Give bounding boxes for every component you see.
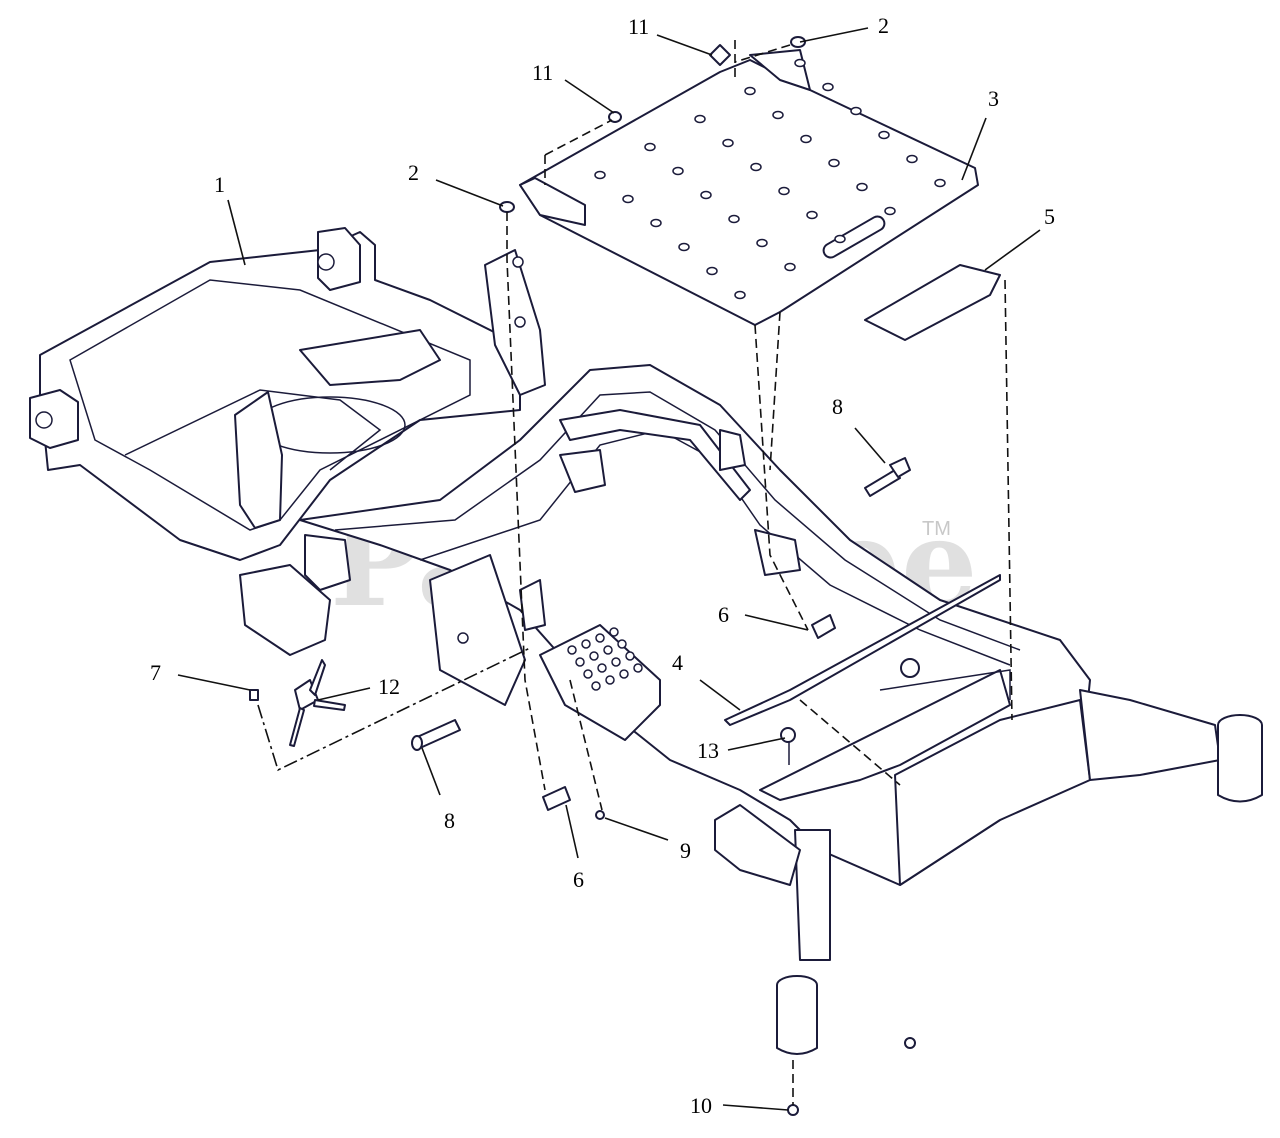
pedal-hole — [597, 663, 607, 673]
callout-7: 7 — [150, 660, 161, 685]
pedal-bracket — [429, 554, 661, 741]
assembly-lines — [257, 40, 1013, 1105]
plate-hole — [744, 86, 756, 96]
callout-1: 1 — [214, 172, 225, 197]
plate-hole — [800, 134, 812, 144]
pedal-hole — [609, 627, 619, 637]
pedal-hole — [617, 639, 627, 649]
plate-hole — [594, 170, 606, 180]
callout-5: 5 — [1044, 204, 1055, 229]
callout-labels: 1 2 2 3 4 5 6 6 7 8 8 9 10 11 11 12 13 — [150, 13, 1055, 1118]
plate-hole — [722, 138, 734, 148]
plate-hole — [934, 178, 946, 188]
pedal-hole — [603, 645, 613, 655]
plate-hole — [878, 130, 890, 140]
callout-8-left: 8 — [444, 808, 455, 833]
callout-8-right: 8 — [832, 394, 843, 419]
leader-lines — [177, 27, 1041, 1111]
plate-hole — [750, 162, 762, 172]
plate-hole — [906, 154, 918, 164]
pin-7 — [249, 689, 259, 701]
bolt-8-right — [864, 469, 901, 497]
rear-frame-assembly — [29, 227, 521, 561]
bumper-13 — [780, 727, 796, 743]
foot-plate — [519, 49, 979, 326]
washer-2-left — [499, 201, 515, 213]
plate-hole — [806, 210, 818, 220]
callout-10: 10 — [690, 1093, 712, 1118]
plate-hole — [734, 290, 746, 300]
callout-3: 3 — [988, 86, 999, 111]
callout-2-left: 2 — [408, 160, 419, 185]
callout-11-top: 11 — [628, 14, 649, 39]
watermark-trademark: TM — [922, 518, 951, 540]
plate-hole — [644, 142, 656, 152]
bushing-6-upper — [811, 614, 836, 639]
pedal-hole — [583, 669, 593, 679]
plate-hole — [650, 218, 662, 228]
plate-hole — [784, 262, 796, 272]
plate-hole — [706, 266, 718, 276]
plate-hole — [778, 186, 790, 196]
plate-hole — [622, 194, 634, 204]
plate-hole — [772, 110, 784, 120]
callout-6-upper: 6 — [718, 602, 729, 627]
pedal-hole — [567, 645, 577, 655]
hardware — [249, 36, 920, 1116]
plate-hole — [700, 190, 712, 200]
nut-9 — [595, 810, 605, 820]
plate-hole — [678, 242, 690, 252]
plate-hole — [728, 214, 740, 224]
pedal-hole — [625, 651, 635, 661]
callout-13: 13 — [697, 738, 719, 763]
pedal-hole — [595, 633, 605, 643]
plate-hole — [834, 234, 846, 244]
pedal-hole — [575, 657, 585, 667]
pedal-hole — [633, 663, 643, 673]
callout-4: 4 — [672, 650, 683, 675]
nut-10 — [787, 1104, 799, 1116]
plate-hole — [694, 114, 706, 124]
pedal-hole — [589, 651, 599, 661]
callout-6-lower: 6 — [573, 867, 584, 892]
bumper-13-top — [900, 658, 920, 678]
nut-extra — [904, 1037, 916, 1049]
plate-hole — [828, 158, 840, 168]
plate-hole — [856, 182, 868, 192]
pedal-hole — [581, 639, 591, 649]
washer-11 — [608, 111, 622, 123]
pedal-holes — [567, 627, 643, 691]
floor-pan — [724, 574, 1011, 801]
upright-bracket — [484, 249, 546, 396]
plate-hole — [794, 58, 806, 68]
pad — [864, 264, 1001, 341]
bushing-6-lower — [542, 786, 571, 811]
plate-hole — [756, 238, 768, 248]
callout-12: 12 — [378, 674, 400, 699]
plate-hole — [822, 82, 834, 92]
nut-11-top — [709, 44, 731, 66]
pedal-hole — [605, 675, 615, 685]
callout-11-left: 11 — [532, 60, 553, 85]
pedal-hole — [591, 681, 601, 691]
pedal-hole — [611, 657, 621, 667]
plate-hole — [672, 166, 684, 176]
plate-hole — [884, 206, 896, 216]
foot-plate-holes — [594, 58, 946, 300]
pedal-hole — [619, 669, 629, 679]
callout-2-top: 2 — [878, 13, 889, 38]
callout-9: 9 — [680, 838, 691, 863]
plate-hole — [850, 106, 862, 116]
washer-2-top — [790, 36, 806, 48]
